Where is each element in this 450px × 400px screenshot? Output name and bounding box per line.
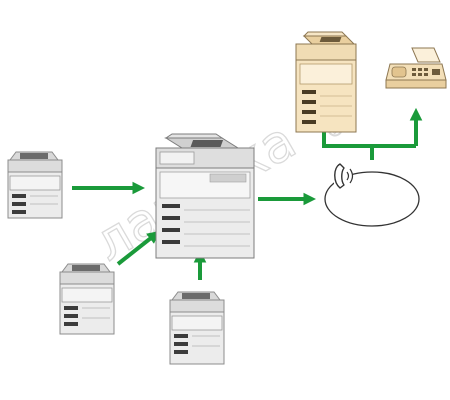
fax-machine-icon [385,47,447,89]
telephone-handset-icon [334,163,354,189]
multifunction-printer-icon [295,31,357,133]
printer-icon [59,263,115,335]
telephone-network [324,163,420,227]
printer-icon [169,291,225,365]
arrow-sender-bottom-left-to-hub [116,230,161,266]
multifunction-printer-icon [155,133,255,259]
printer-icon [7,151,63,219]
